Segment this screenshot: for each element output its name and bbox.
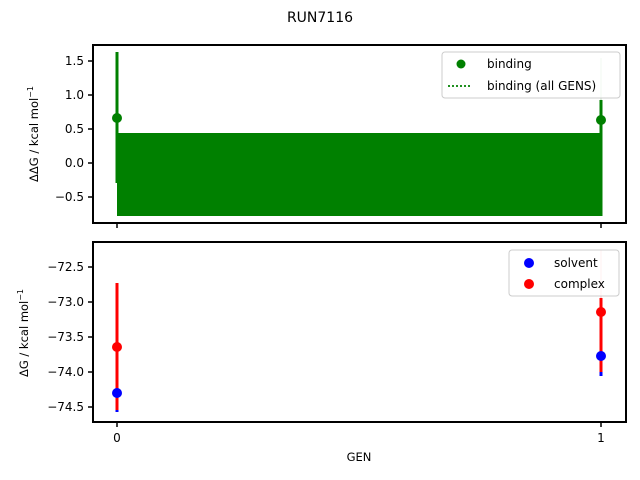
legend-solvent-marker xyxy=(524,258,534,268)
binding-point-gen1 xyxy=(596,115,606,125)
svg-text:−72.5: −72.5 xyxy=(47,260,84,274)
figure-title: RUN7116 xyxy=(287,10,353,26)
svg-text:0: 0 xyxy=(113,431,121,445)
top-ylabel: ΔΔG / kcal mol−1 xyxy=(26,86,41,182)
legend-complex-marker xyxy=(524,279,534,289)
svg-text:−0.5: −0.5 xyxy=(55,190,84,204)
top-yticks: 1.5 1.0 0.5 0.0 −0.5 xyxy=(55,54,93,204)
bottom-xlabel: GEN xyxy=(347,450,372,464)
svg-text:0.5: 0.5 xyxy=(65,122,84,136)
complex-point-gen0 xyxy=(112,342,122,352)
bottom-ylabel: ΔG / kcal mol−1 xyxy=(16,289,31,377)
legend-binding-marker xyxy=(456,59,466,69)
complex-point-gen1 xyxy=(596,307,606,317)
svg-text:1.0: 1.0 xyxy=(65,88,84,102)
svg-text:binding: binding xyxy=(487,57,532,71)
svg-text:1.5: 1.5 xyxy=(65,54,84,68)
svg-text:−74.5: −74.5 xyxy=(47,400,84,414)
svg-text:solvent: solvent xyxy=(554,256,598,270)
solvent-point-gen1 xyxy=(596,351,606,361)
svg-text:binding (all GENS): binding (all GENS) xyxy=(487,79,596,93)
bottom-axes-frame xyxy=(92,241,627,423)
svg-text:−74.0: −74.0 xyxy=(47,365,84,379)
top-legend: binding binding (all GENS) xyxy=(441,51,621,99)
svg-text:0.0: 0.0 xyxy=(65,156,84,170)
bottom-axes: −72.5 −73.0 −73.5 −74.0 −74.5 0 1 ΔG / k… xyxy=(16,241,627,464)
svg-text:1: 1 xyxy=(597,431,605,445)
svg-text:complex: complex xyxy=(554,277,605,291)
bottom-legend: solvent complex xyxy=(508,249,620,297)
svg-text:−73.5: −73.5 xyxy=(47,330,84,344)
binding-point-gen0 xyxy=(112,113,122,123)
top-axes-frame xyxy=(92,44,627,224)
svg-text:−73.0: −73.0 xyxy=(47,295,84,309)
solvent-point-gen0 xyxy=(112,388,122,398)
binding-all-gens-band xyxy=(117,133,601,216)
bottom-xticks: 0 1 xyxy=(113,422,605,445)
bottom-yticks: −72.5 −73.0 −73.5 −74.0 −74.5 xyxy=(47,260,93,414)
top-axes: 1.5 1.0 0.5 0.0 −0.5 ΔΔG / kcal mol−1 bi… xyxy=(26,44,627,228)
